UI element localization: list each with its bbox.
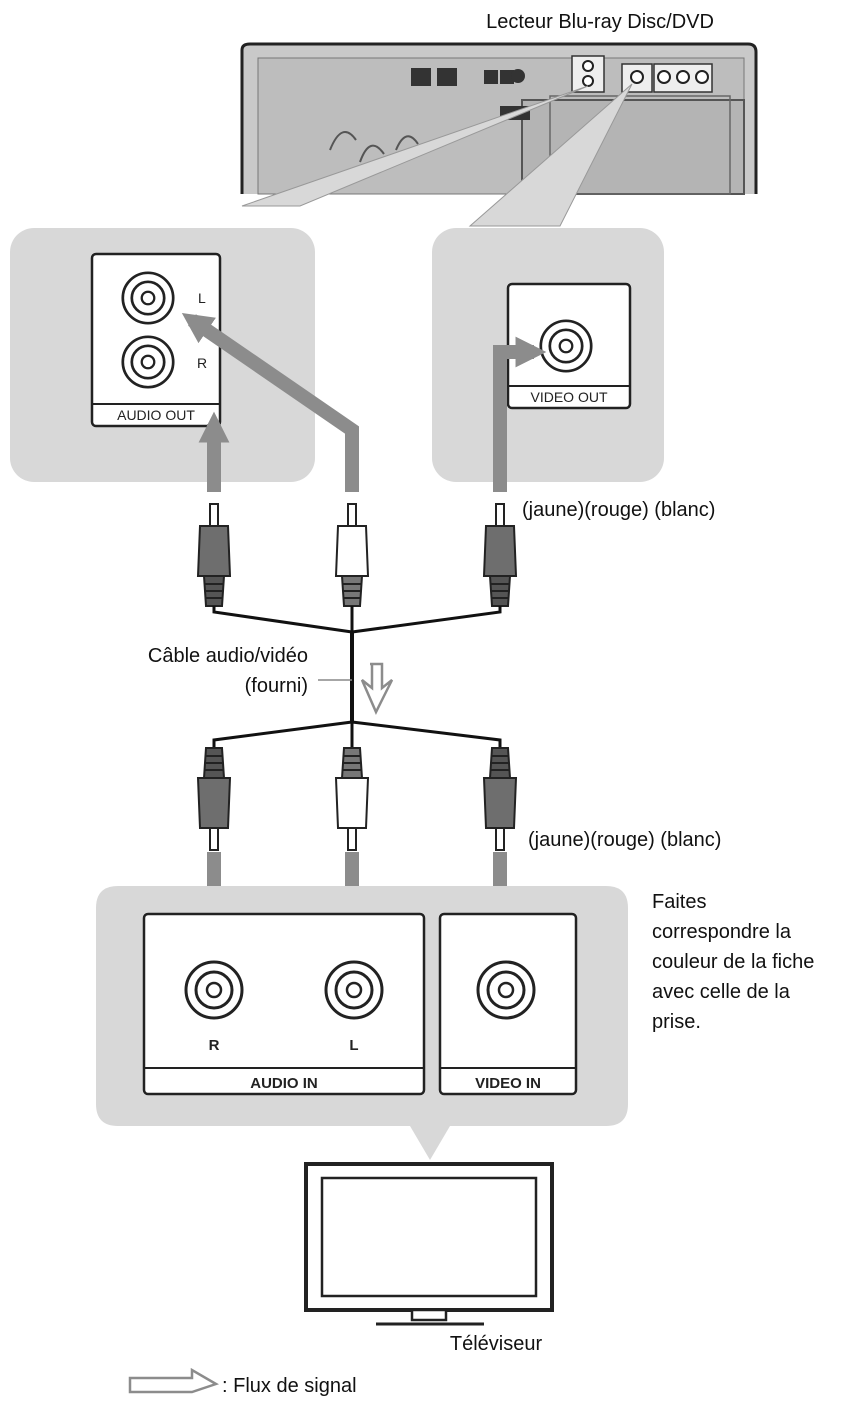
cable-note: (fourni): [245, 675, 308, 697]
legend-label: : Flux de signal: [222, 1375, 357, 1397]
plug-top-white: [335, 503, 369, 607]
match-note: Faites correspondre la couleur de la fic…: [652, 891, 814, 1033]
plug-top-dark-1: [197, 503, 231, 607]
audio-out-r-jack: [121, 335, 175, 389]
av-cable: [197, 503, 517, 851]
audio-out-label: AUDIO OUT: [117, 407, 195, 423]
legend: : Flux de signal: [128, 1367, 357, 1397]
player-rear-panel: [240, 42, 758, 195]
colors-label-top: (jaune)(rouge) (blanc): [522, 499, 715, 521]
tv-audio-l-label: L: [349, 1037, 358, 1054]
match-note-line-1: Faites: [652, 891, 706, 913]
tv-audio-r-label: R: [209, 1037, 220, 1054]
tv-video-jack: [476, 960, 536, 1020]
match-note-line-3: couleur de la fiche: [652, 951, 814, 973]
match-note-line-2: correspondre la: [652, 921, 792, 943]
audio-out-l-jack: [121, 271, 175, 325]
signal-flow-icon: [360, 662, 394, 715]
plug-bottom-dark-2: [483, 747, 517, 851]
tv-icon: [304, 1162, 554, 1326]
colors-label-bottom: (jaune)(rouge) (blanc): [528, 829, 721, 851]
tv-audio-l-jack: [324, 960, 384, 1020]
signal-flow-legend-icon: [128, 1367, 220, 1394]
video-out-label: VIDEO OUT: [530, 389, 607, 405]
tv-label: Téléviseur: [450, 1333, 543, 1355]
cable-label: Câble audio/vidéo: [148, 645, 308, 667]
tv-audio-r-jack: [184, 960, 244, 1020]
audio-in-label: AUDIO IN: [250, 1075, 318, 1092]
video-out-jack: [539, 319, 593, 373]
video-out-callout: VIDEO OUT: [432, 228, 664, 482]
plug-bottom-dark-1: [197, 747, 231, 851]
signal-arrows-top: [181, 313, 547, 492]
match-note-line-4: avec celle de la: [652, 981, 791, 1003]
audio-out-callout: L R AUDIO OUT: [10, 228, 315, 482]
plug-top-dark-2: [483, 503, 517, 607]
tv-input-callout: R L AUDIO IN VIDEO IN: [96, 886, 628, 1160]
match-note-line-5: prise.: [652, 1011, 701, 1033]
video-in-label: VIDEO IN: [475, 1075, 541, 1092]
player-label: Lecteur Blu-ray Disc/DVD: [486, 11, 714, 33]
audio-out-l-label: L: [198, 290, 206, 306]
plug-bottom-white: [335, 747, 369, 851]
audio-out-r-label: R: [197, 355, 207, 371]
